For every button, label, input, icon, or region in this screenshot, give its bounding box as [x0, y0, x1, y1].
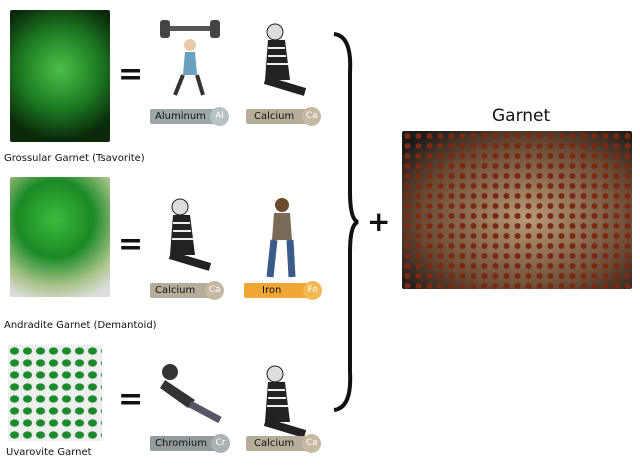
- chromium-character-figure: [150, 360, 222, 440]
- row3-caption: Uvarovite Garnet: [6, 447, 92, 458]
- aluminum-character-figure: [155, 20, 225, 100]
- calcium-character-figure: [250, 362, 320, 442]
- element-symbol: Cr: [210, 434, 230, 453]
- element-name: Aluminum: [150, 109, 226, 124]
- calcium-character-figure: [155, 195, 225, 275]
- tsavorite-photo: [10, 10, 110, 142]
- element-symbol: Ca: [302, 107, 322, 126]
- iron-character-figure: [252, 195, 322, 278]
- element-name: Calcium: [246, 109, 319, 124]
- element-symbol: Ca: [205, 281, 225, 300]
- row2-caption: Andradite Garnet (Demantoid): [4, 320, 157, 331]
- equals-sign: =: [118, 227, 144, 262]
- calcium-character-figure: [250, 20, 320, 100]
- garnet-photo: [402, 131, 632, 289]
- curly-brace: [333, 32, 359, 412]
- element-name: Calcium: [150, 283, 222, 298]
- equals-sign: =: [118, 382, 144, 417]
- element-symbol: Ca: [302, 434, 322, 453]
- demantoid-photo: [10, 177, 110, 297]
- uvarovite-photo: [8, 345, 102, 441]
- element-symbol: Al: [209, 107, 229, 126]
- element-name: Calcium: [246, 436, 319, 451]
- plus-sign: +: [367, 205, 391, 238]
- element-name: Iron: [244, 283, 320, 298]
- row1-caption: Grossular Garnet (Tsavorite): [4, 153, 145, 164]
- element-name: Chromium: [150, 436, 227, 451]
- garnet-title: Garnet: [492, 106, 551, 126]
- equals-sign: =: [118, 57, 144, 92]
- element-symbol: Fe: [303, 281, 323, 300]
